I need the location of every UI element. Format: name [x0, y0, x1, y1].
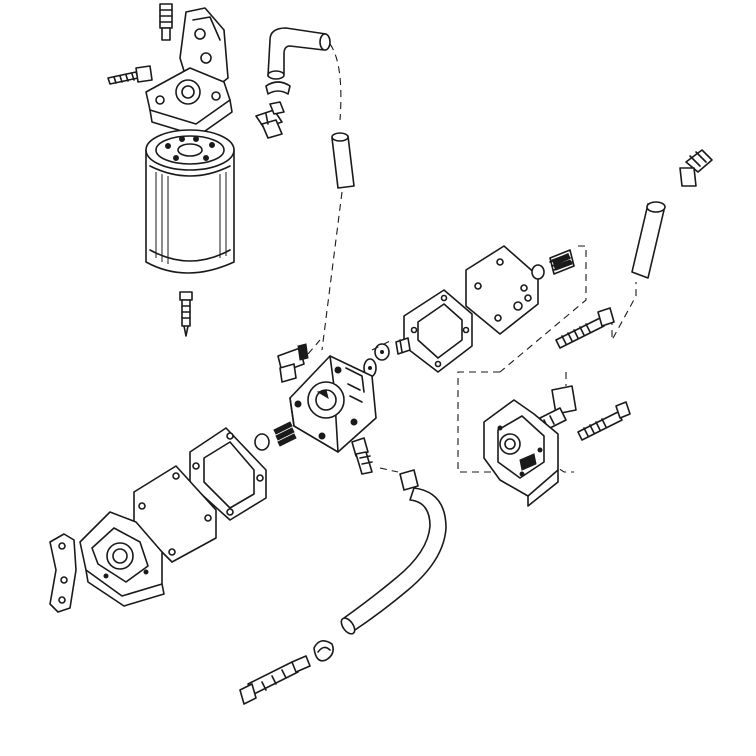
hose-union-fitting: [379, 467, 419, 491]
pump-base-housing-right: [483, 399, 559, 507]
pump-base-housing: [79, 511, 165, 607]
check-valve-spring-left: [273, 421, 297, 447]
pump-gasket-right: [403, 289, 473, 373]
hose-fitting-stub: [331, 132, 355, 189]
pump-cover-right: [465, 245, 539, 335]
mounting-bolt-lower: [577, 401, 631, 441]
pump-gasket-washer: [363, 358, 377, 378]
right-hose: [631, 201, 666, 279]
hose-clamp-lower: [313, 640, 334, 662]
check-valve-disc-left: [374, 343, 390, 361]
outlet-hose-curved: [340, 487, 447, 635]
filter-fitting-bolt: [107, 65, 153, 85]
hose-clamp-upper: [265, 81, 291, 95]
check-valve-spring-right: [549, 249, 575, 275]
pump-outlet-nipple: [351, 437, 373, 475]
linkage-arm: [49, 533, 77, 613]
mounting-bolt-upper: [555, 307, 615, 349]
center-routing-lines: [307, 339, 393, 355]
fuel-pump-body: [289, 355, 377, 453]
outlet-check-valve: [395, 337, 411, 355]
pump-routing-lines: [457, 245, 637, 473]
check-valve-disc-right: [531, 264, 545, 280]
filter-elbow-fitting: [255, 101, 285, 139]
pump-gasket-left: [189, 427, 267, 521]
upper-fuel-hose: [267, 27, 343, 351]
filter-drain-plug: [179, 291, 193, 337]
hose-barb-fitting: [239, 655, 311, 705]
elbow-fitting-top-right: [679, 149, 713, 187]
fuel-filter-canister: [145, 129, 235, 274]
pump-inlet-elbow: [277, 343, 309, 383]
check-valve-disc-left-small: [254, 433, 270, 451]
fuel-filter-mount-bracket: [145, 3, 233, 137]
